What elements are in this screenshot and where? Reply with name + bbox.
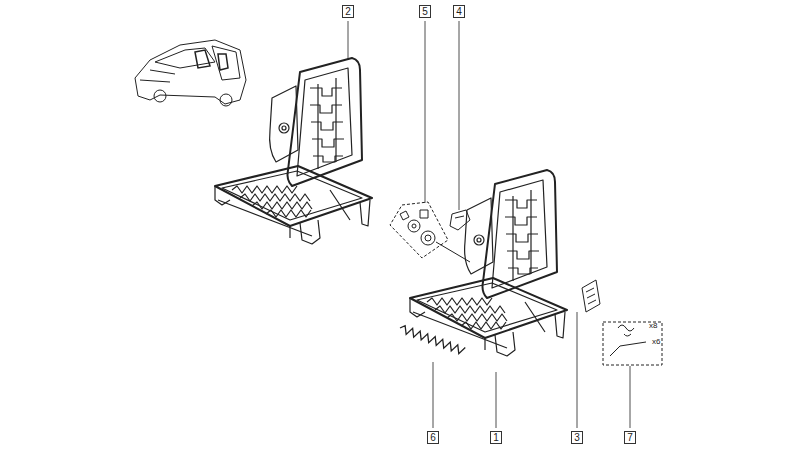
car-thumbnail (135, 40, 246, 106)
clip-kit (603, 322, 662, 365)
callout-number: 3 (571, 431, 583, 444)
callout-number: 2 (342, 5, 354, 18)
callout-number: 7 (624, 431, 636, 444)
quantity-label: x6 (652, 337, 660, 346)
quantity-label: x8 (649, 321, 657, 330)
spring-part (399, 324, 466, 355)
seat-frame-right (410, 170, 567, 356)
callout-number: 1 (490, 431, 502, 444)
callout-number: 6 (427, 431, 439, 444)
seat-frame-left (215, 58, 372, 244)
callout-number: 4 (453, 5, 465, 18)
leader-lines (348, 21, 630, 428)
callout-number: 5 (419, 5, 431, 18)
recliner-kit (390, 202, 470, 262)
handle-part (450, 210, 470, 230)
trim-part (582, 280, 600, 312)
